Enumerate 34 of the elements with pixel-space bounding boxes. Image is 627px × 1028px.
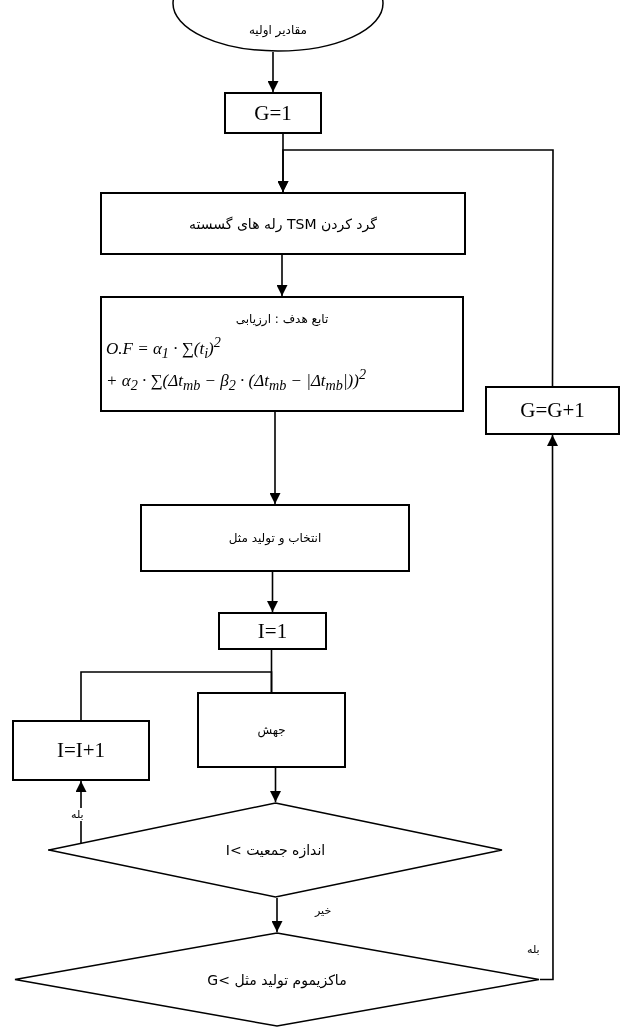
step-text: G=1 <box>254 100 292 126</box>
connector-line <box>80 671 273 721</box>
process-box <box>218 612 327 650</box>
arrow <box>277 149 554 387</box>
step-text: گرد کردن TSM رله های گسسته <box>189 215 377 232</box>
arrow <box>270 767 281 803</box>
condition-text: G< ماکزیموم تولید مثل <box>207 971 347 988</box>
step-text: G=G+1 <box>520 398 585 423</box>
process-box <box>12 720 150 781</box>
process-box <box>100 192 466 255</box>
step-text: جهش <box>257 723 286 737</box>
decision-diamond <box>14 932 540 1027</box>
evaluation-box <box>100 296 464 412</box>
decision-diamond <box>48 802 503 898</box>
arrow <box>271 897 283 933</box>
arrow <box>267 571 278 613</box>
step-text: انتخاب و تولید مثل <box>228 531 322 545</box>
process-box <box>197 692 346 768</box>
formula-line: O.F = α$_{1}$ · ∑(t$_{i}$)$^{2}$ <box>105 333 221 362</box>
arrow <box>276 254 288 297</box>
process-box <box>224 92 322 134</box>
condition-text: I< اندازه جمعیت <box>225 842 326 858</box>
arrow <box>269 411 281 505</box>
process-box <box>140 504 410 572</box>
edge-label: بله <box>526 943 541 956</box>
step-text: مقادیر اولیه <box>248 23 308 38</box>
step-text: تابع هدف : ارزیابی <box>235 311 329 326</box>
process-box <box>485 386 620 435</box>
step-text: I=1 <box>257 618 288 644</box>
formula-line: + α$_{2}$ · ∑(Δt$_{mb}$ − β$_{2}$ · (Δt$_{mb}$ − |Δt$_{mb}$|))$^{2}$ <box>105 366 366 395</box>
arrow <box>267 51 279 93</box>
arrow <box>539 434 558 981</box>
edge-label: بله <box>70 808 85 821</box>
step-text: I=I+1 <box>56 738 106 763</box>
